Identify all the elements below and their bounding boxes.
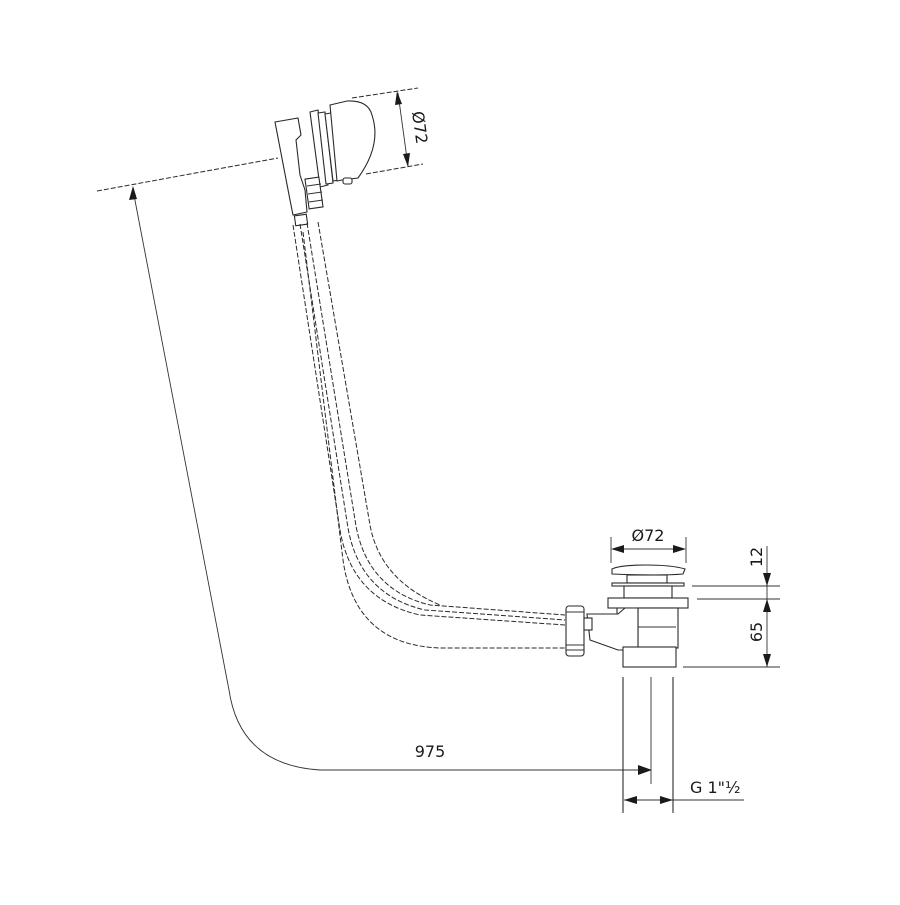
body-height-label: 65 [747, 622, 766, 642]
arrow-right-icon [638, 765, 652, 775]
arrow-up-icon [763, 599, 771, 612]
overflow-diameter-label: Ø72 [408, 110, 431, 145]
thread-dimension: G 1"½ [624, 778, 744, 804]
overflow-diameter-dimension: Ø72 [351, 87, 431, 175]
plug-height-label: 12 [747, 547, 766, 567]
length-dimension-975: 975 [129, 186, 652, 775]
arrow-up-icon [129, 186, 137, 200]
rim-reference-line [96, 157, 279, 192]
arrow-right-icon [673, 545, 686, 553]
tailpiece [622, 677, 674, 813]
arrow-left-icon [624, 796, 637, 804]
arrow-right-icon [660, 796, 673, 804]
length-label: 975 [415, 742, 446, 761]
arrow-left-icon [611, 545, 624, 553]
arrow-down-icon [763, 654, 771, 667]
plug-diameter-dimension: Ø72 [610, 526, 687, 563]
arrow-up-icon [395, 91, 402, 105]
overflow-assembly [274, 100, 376, 227]
arrow-down-icon [763, 573, 771, 586]
plug-diameter-label: Ø72 [632, 526, 665, 545]
waste-assembly [565, 564, 689, 668]
cable-and-pipe [292, 221, 566, 649]
height-dimensions: 12 65 [683, 546, 780, 668]
thread-label: G 1"½ [690, 778, 741, 797]
arrow-down-icon [403, 153, 410, 167]
